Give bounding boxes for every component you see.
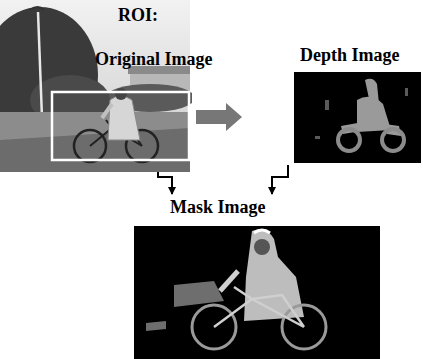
mask-image-panel: Mask Image (134, 195, 380, 359)
flow-arrow (272, 165, 288, 194)
panel-heading: Mask Image (170, 198, 266, 218)
original-image-panel: ROI: Original Image (0, 0, 242, 172)
street-photo (0, 0, 192, 174)
panel-heading: Original Image (95, 50, 213, 70)
depth-image-panel: Depth Image (245, 40, 421, 165)
panel-heading: Depth Image (300, 46, 400, 66)
masked-figure (134, 195, 380, 359)
panel-heading: ROI: (118, 6, 158, 26)
flow-arrow (158, 172, 172, 194)
block-arrow (196, 103, 242, 131)
